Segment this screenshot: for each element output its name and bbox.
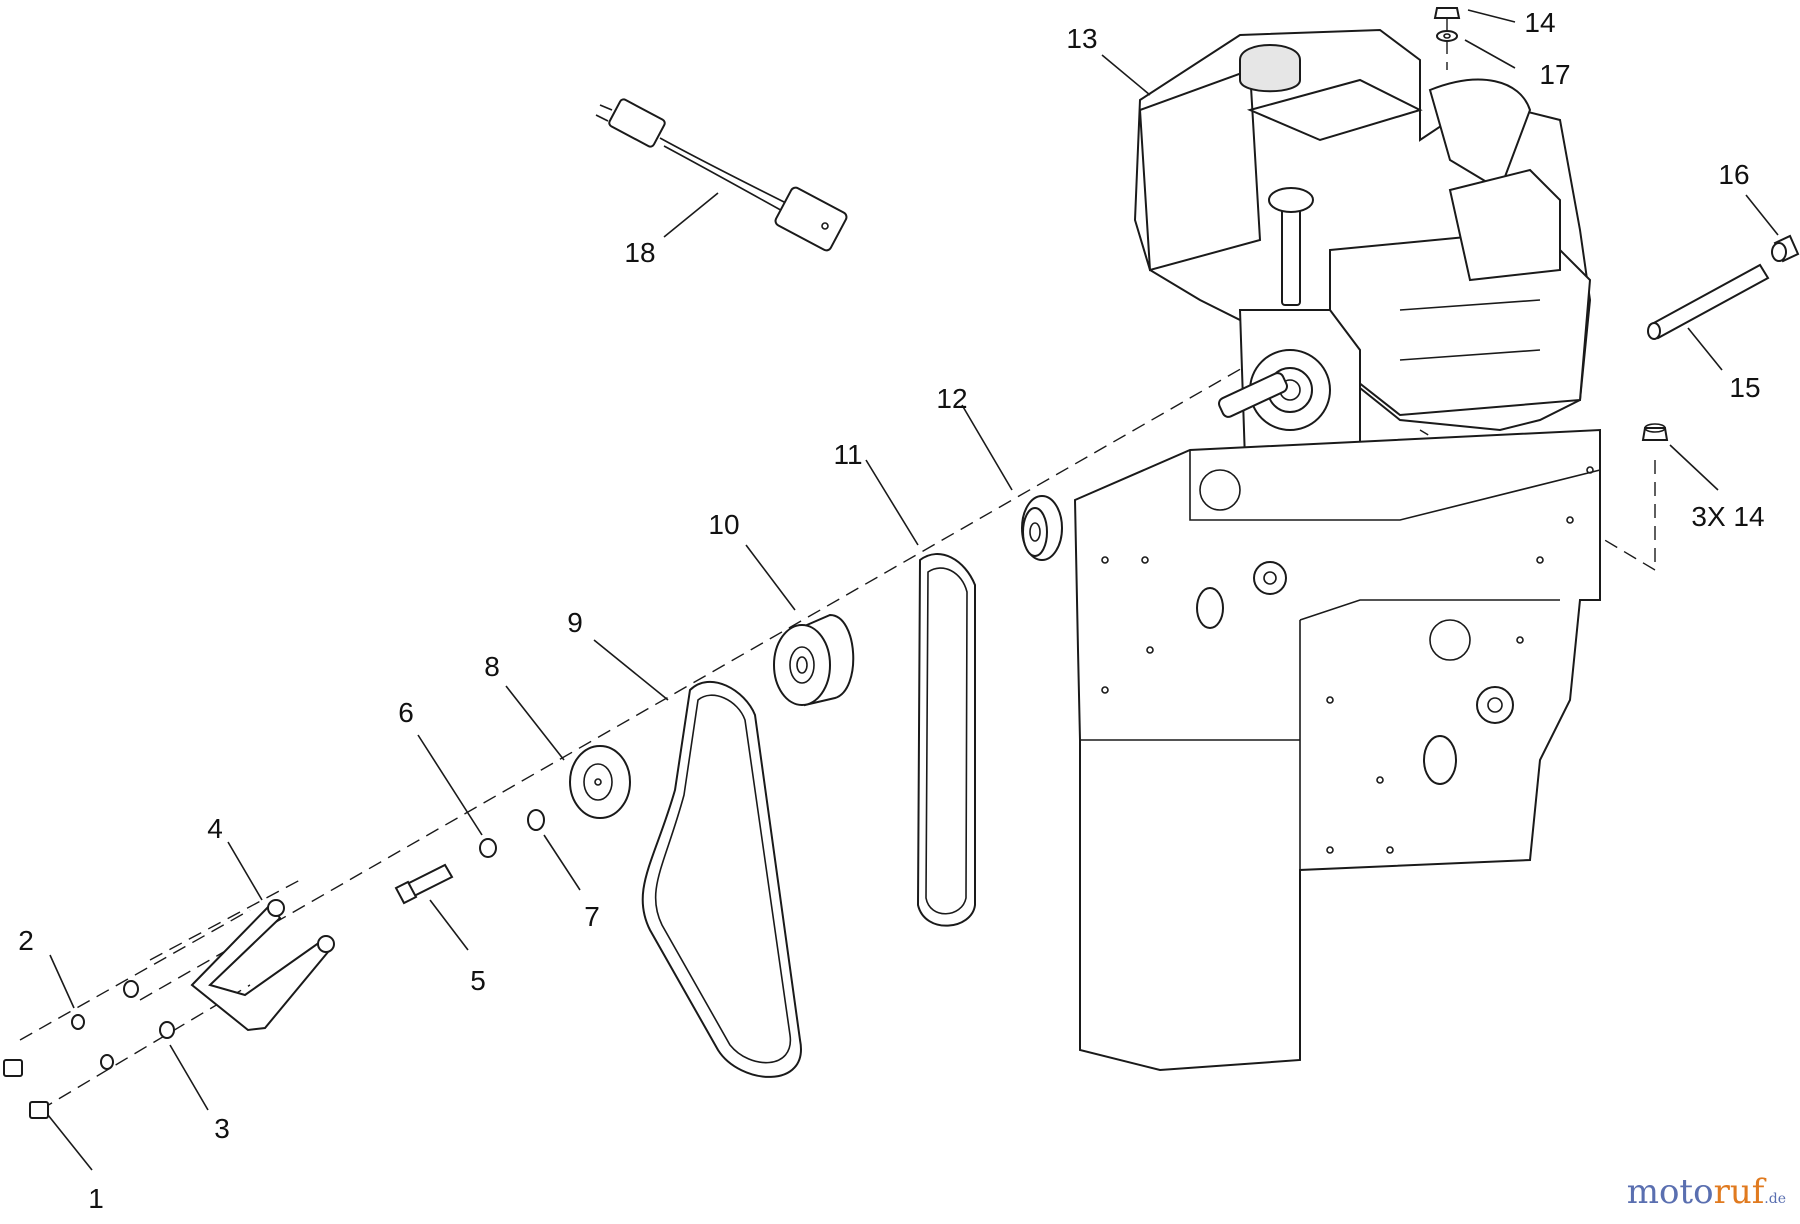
idler-bracket (190, 899, 335, 1032)
top-washer (1436, 30, 1458, 42)
lock-washer (479, 838, 497, 858)
callout-12: 12 (936, 383, 967, 414)
callout-15: 15 (1729, 372, 1760, 403)
callout-7: 7 (584, 901, 600, 932)
bracket-axis-line-lower (19, 909, 251, 1041)
shaft (1647, 263, 1770, 340)
callout-3: 3 (214, 1113, 230, 1144)
idler-pulley (569, 745, 631, 819)
callout-10: 10 (708, 509, 739, 540)
callout-13: 13 (1066, 23, 1097, 54)
engine-assembly (1133, 28, 1592, 492)
callout-16: 16 (1718, 159, 1749, 190)
assembly-axis-line (139, 354, 1266, 1001)
callout-1: 1 (88, 1183, 104, 1214)
auger-belt (641, 680, 802, 1078)
callout-2: 2 (18, 925, 34, 956)
watermark-logo: motoruf.de (1627, 1172, 1786, 1212)
callout-8: 8 (484, 651, 500, 682)
shoulder-bolt (394, 863, 454, 905)
bushing (1771, 234, 1800, 263)
callout-17: 17 (1539, 59, 1570, 90)
callout-11: 11 (833, 439, 862, 470)
engine-pulley (1021, 495, 1063, 561)
watermark-part1: moto (1626, 1172, 1714, 1212)
callout-3x14: 3X 14 (1691, 501, 1764, 532)
callout-5: 5 (470, 965, 486, 996)
callout-6: 6 (398, 697, 414, 728)
leader-lines (47, 9, 1779, 1171)
callout-4: 4 (207, 813, 223, 844)
callout-9: 9 (567, 607, 583, 638)
frame-plates (1073, 428, 1601, 1072)
watermark-part2: ruf (1713, 1172, 1765, 1212)
mounting-nut (1641, 423, 1669, 441)
watermark-part3: .de (1764, 1191, 1786, 1207)
auger-pulley (773, 613, 855, 707)
extension-cord (595, 98, 848, 252)
lower-bolts-washers (3, 980, 175, 1119)
flat-washer (527, 809, 545, 831)
bolt-axis-line (39, 984, 251, 1111)
bracket-axis-line-upper (149, 879, 301, 961)
callout-14: 14 (1524, 7, 1555, 38)
top-nut (1433, 7, 1461, 19)
callout-18: 18 (624, 237, 655, 268)
drive-belt-straight (916, 553, 976, 927)
